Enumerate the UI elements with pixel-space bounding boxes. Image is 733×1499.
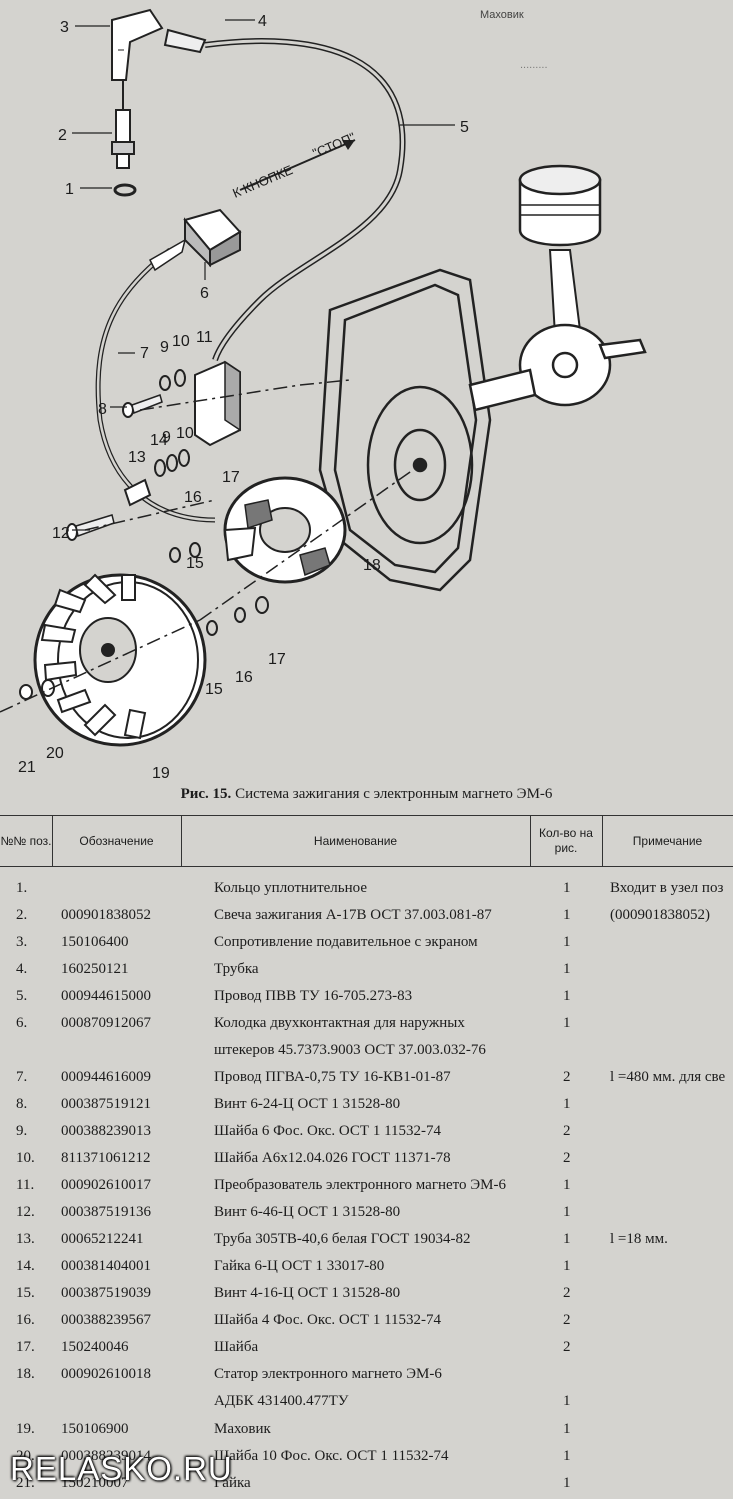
table-row: 4. 160250121 Трубка 1 — [16, 961, 571, 977]
table-row: 5. 000944615000 Провод ПВВ ТУ 16-705.273… — [16, 988, 571, 1004]
stator-screws — [169, 542, 269, 636]
callout-5: 5 — [460, 119, 469, 136]
tube-13 — [123, 478, 152, 507]
callout-16a: 16 — [184, 489, 202, 506]
svg-text:"СТОП": "СТОП" — [310, 129, 358, 161]
callout-15a: 15 — [186, 555, 204, 572]
header-code: Обозначение — [52, 816, 182, 866]
table-row: 12. 000387519136 Винт 6-46-Ц ОСТ 1 31528… — [16, 1204, 571, 1220]
ignition-system-diagram: Маховик ......... — [0, 8, 647, 782]
washers-upper — [159, 369, 186, 391]
callout-1: 1 — [65, 181, 74, 198]
table-row: 6. 000870912067 Колодка двухконтактная д… — [16, 1015, 571, 1058]
stop-button-arrow: К КНОПКЕ "СТОП" — [230, 129, 358, 201]
header-note: Примечание — [632, 833, 703, 848]
crankcase — [318, 268, 492, 592]
parts-table-body: 1. Кольцо уплотнительное 1 Входит в узел… — [0, 875, 733, 1497]
callout-10a: 10 — [172, 333, 190, 350]
table-row: 16. 000388239567 Шайба 4 Фос. Окс. ОСТ 1… — [16, 1312, 571, 1328]
table-row: 13. 00065212241 Труба 305ТВ-40,6 белая Г… — [16, 1231, 668, 1247]
magneto-converter — [194, 360, 241, 447]
callout-8: 8 — [98, 401, 107, 418]
callout-15b: 15 — [205, 681, 223, 698]
callout-17b: 17 — [268, 651, 286, 668]
figure-caption: Рис. 15. Система зажигания с электронным… — [0, 786, 733, 803]
callout-21: 21 — [18, 759, 36, 776]
callout-9a: 9 — [160, 339, 169, 356]
header-qty: Кол-во на рис. — [530, 816, 603, 866]
callout-4: 4 — [258, 13, 267, 30]
callout-16b: 16 — [235, 669, 253, 686]
callout-11: 11 — [196, 329, 213, 346]
callout-12: 12 — [52, 525, 70, 542]
spark-plug-cap — [111, 8, 164, 81]
table-row: 15. 000387519039 Винт 4-16-Ц ОСТ 1 31528… — [16, 1285, 571, 1301]
two-pin-connector — [149, 208, 242, 272]
flywheel — [33, 573, 207, 747]
table-row: 7. 000944616009 Провод ПГВА-0,75 ТУ 16-К… — [16, 1069, 726, 1085]
table-row: 19. 150106900 Маховик 1 — [16, 1421, 571, 1437]
callout-18: 18 — [363, 557, 381, 574]
table-row: 10. 811371061212 Шайба А6х12.04.026 ГОСТ… — [16, 1150, 571, 1166]
washer-20 — [41, 679, 55, 697]
tube-connector — [163, 28, 207, 54]
callout-2: 2 — [58, 127, 67, 144]
nut-21 — [19, 684, 33, 700]
callout-numbers: 1 2 3 4 5 6 7 8 9 10 11 12 13 14 9 10 17… — [18, 13, 469, 782]
callout-10b: 10 — [176, 425, 194, 442]
ht-wire — [204, 38, 406, 362]
spark-plug — [111, 80, 135, 169]
caption-prefix: Рис. 15. — [180, 786, 232, 802]
callout-3: 3 — [60, 19, 69, 36]
callout-7: 7 — [140, 345, 149, 362]
table-row: 1. Кольцо уплотнительное 1 Входит в узел… — [16, 880, 724, 896]
svg-text:К КНОПКЕ: К КНОПКЕ — [230, 162, 295, 201]
table-row: 9. 000388239013 Шайба 6 Фос. Окс. ОСТ 1 … — [16, 1123, 571, 1139]
callout-20: 20 — [46, 745, 64, 762]
stator — [223, 476, 347, 584]
header-name: Наименование — [181, 816, 531, 866]
table-row: 17. 150240046 Шайба 2 — [16, 1339, 571, 1355]
callout-14: 14 — [150, 432, 168, 449]
bleed-through-text: Маховик ......... — [480, 9, 548, 71]
assembly-axes — [0, 379, 421, 713]
crankshaft — [468, 323, 647, 412]
callout-19: 19 — [152, 765, 170, 782]
table-row: 11. 000902610017 Преобразователь электро… — [16, 1177, 571, 1193]
screw-8 — [122, 394, 163, 418]
callout-9b: 9 — [162, 429, 171, 446]
table-row: 8. 000387519121 Винт 6-24-Ц ОСТ 1 31528-… — [16, 1096, 571, 1112]
piston — [518, 164, 602, 337]
seal-ring — [113, 183, 137, 197]
site-watermark: RELASKO.RU — [10, 1450, 233, 1487]
table-row: 2. 000901838052 Свеча зажигания А-17В ОС… — [16, 907, 710, 923]
callout-17a: 17 — [222, 469, 240, 486]
table-row: 18. 000902610018 Статор электронного маг… — [16, 1366, 571, 1409]
callout-6: 6 — [200, 285, 209, 302]
table-row: 3. 150106400 Сопротивление подавительное… — [16, 934, 571, 950]
caption-text: Система зажигания с электронным магнето … — [231, 786, 553, 802]
svg-text:.........: ......... — [520, 59, 548, 71]
header-pos: №№ поз. — [0, 816, 53, 866]
parts-table-header: №№ поз. Обозначение Наименование Кол-во … — [0, 815, 733, 867]
callout-leaders — [72, 19, 455, 531]
table-row: 14. 000381404001 Гайка 6-Ц ОСТ 1 33017-8… — [16, 1258, 571, 1274]
svg-text:Маховик: Маховик — [480, 9, 524, 21]
table-row: 20. 000388239014 Шайба 10 Фос. Окс. ОСТ … — [16, 1448, 571, 1464]
screw-12 — [66, 514, 115, 541]
table-row: 21. 150210007 Гайка 1 — [16, 1475, 571, 1491]
washers-lower — [154, 449, 190, 477]
callout-13: 13 — [128, 449, 146, 466]
